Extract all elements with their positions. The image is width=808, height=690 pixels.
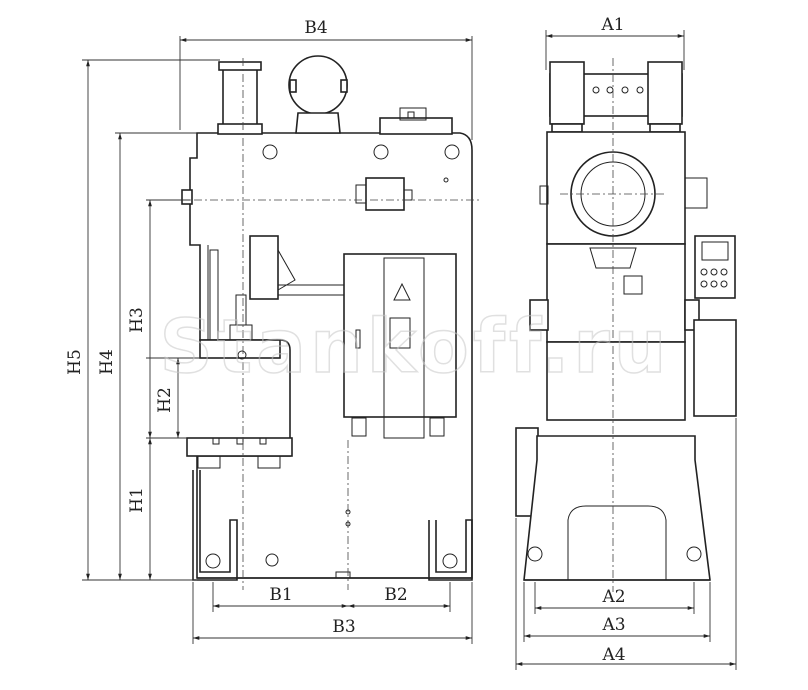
dim-h4: H4 <box>97 349 117 375</box>
dim-b4: B4 <box>304 18 327 38</box>
front-dimensions: B4 H5 H4 H3 H2 H1 B1 B2 B <box>65 18 473 644</box>
watermark: Stankoff.ru <box>160 304 671 390</box>
side-dimensions: A1 A2 A3 A4 <box>515 15 737 670</box>
dim-h3: H3 <box>127 307 147 333</box>
front-view <box>146 55 480 590</box>
dim-a3: A3 <box>601 615 625 635</box>
dim-b1: B1 <box>269 585 292 605</box>
dim-a2: A2 <box>601 587 625 607</box>
dim-h1: H1 <box>127 487 147 513</box>
side-view <box>515 58 737 592</box>
dim-h5: H5 <box>65 349 85 375</box>
dim-b2: B2 <box>384 585 407 605</box>
dim-a1: A1 <box>600 15 624 35</box>
dim-b3: B3 <box>332 617 355 637</box>
dim-h2: H2 <box>155 387 175 413</box>
dim-a4: A4 <box>601 645 625 665</box>
